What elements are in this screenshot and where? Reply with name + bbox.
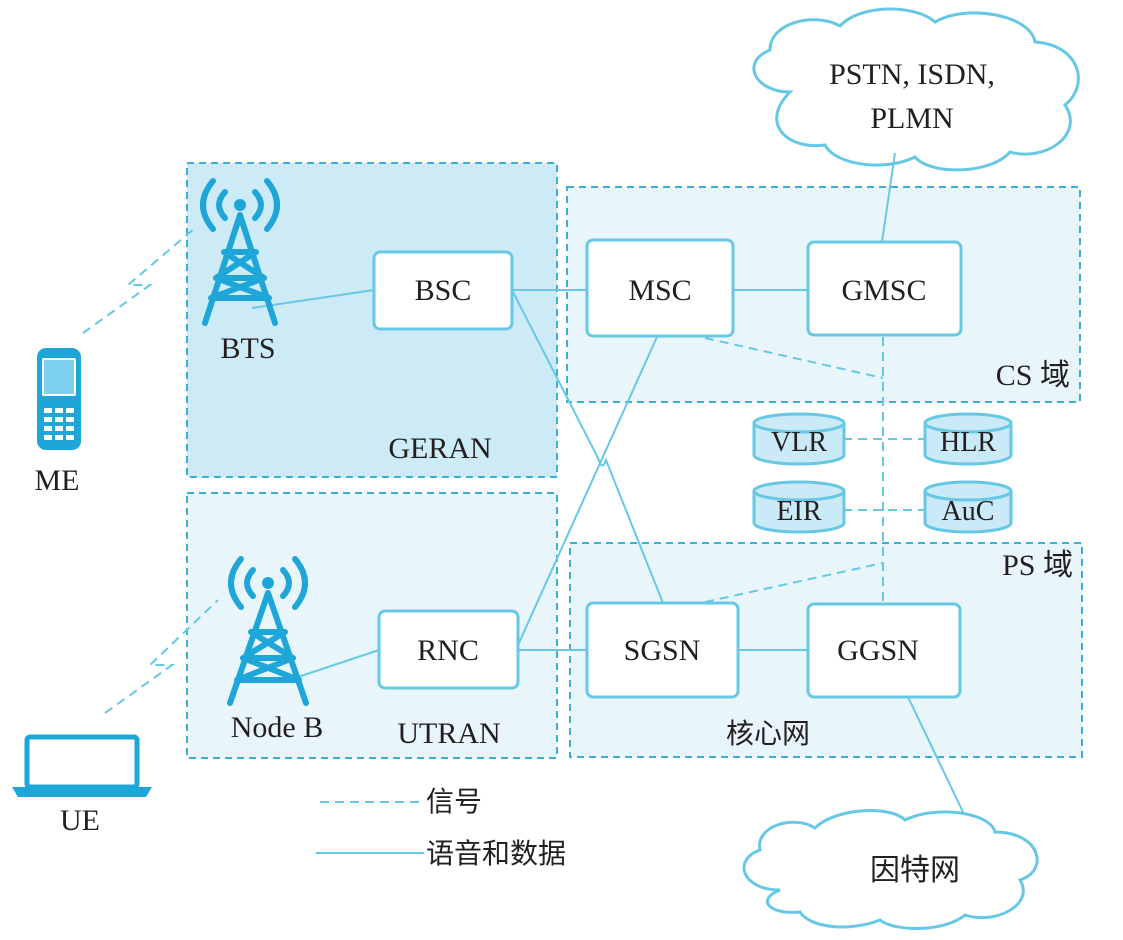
mobile-phone-icon [37, 348, 81, 450]
rnc-box [377, 609, 520, 690]
eir-database: EIR [752, 480, 846, 534]
bsc-label: BSC [415, 274, 472, 307]
pstn-cloud: PSTN, ISDN, PLMN [752, 7, 1080, 172]
bts-tower-icon [200, 178, 280, 326]
vlr-database: VLR [752, 412, 846, 466]
voice-data-links [251, 152, 964, 813]
pstn-label-line2: PLMN [870, 102, 953, 135]
hlr-database: HLR [923, 412, 1013, 466]
ps-domain-label: PS 域 [1002, 549, 1073, 582]
msc-box [585, 238, 735, 338]
legend-signal-label: 信号 [426, 785, 482, 818]
utran-label: UTRAN [397, 717, 500, 750]
cs-domain-label: CS 域 [996, 359, 1070, 392]
signal-links [82, 227, 925, 714]
ue-label: UE [60, 804, 100, 837]
legend: 信号 语音和数据 [316, 785, 566, 870]
legend-voice-data-label: 语音和数据 [426, 837, 566, 870]
core-network-label: 核心网 [726, 717, 810, 750]
sgsn-box [585, 601, 740, 699]
geran-label: GERAN [388, 432, 491, 465]
hlr-label: HLR [940, 427, 996, 458]
auc-label: AuC [942, 496, 995, 527]
auc-database: AuC [923, 480, 1013, 534]
bts-label: BTS [220, 332, 275, 365]
msc-label: MSC [628, 274, 691, 307]
pstn-label-line1: PSTN, ISDN, [829, 58, 995, 91]
bsc-box [372, 250, 514, 331]
eir-label: EIR [776, 496, 821, 527]
ggsn-label: GGSN [837, 634, 919, 667]
gmsc-label: GMSC [841, 274, 926, 307]
node-b-label: Node B [231, 711, 324, 744]
internet-label: 因特网 [870, 853, 960, 888]
node-b-tower-icon [227, 556, 309, 706]
internet-cloud: 因特网 [742, 809, 1039, 930]
laptop-icon [12, 734, 152, 797]
sgsn-label: SGSN [624, 634, 701, 667]
vlr-label: VLR [771, 427, 827, 458]
ggsn-box [806, 602, 962, 699]
me-label: ME [35, 464, 80, 497]
gmsc-box [806, 240, 963, 337]
rnc-label: RNC [417, 634, 479, 667]
